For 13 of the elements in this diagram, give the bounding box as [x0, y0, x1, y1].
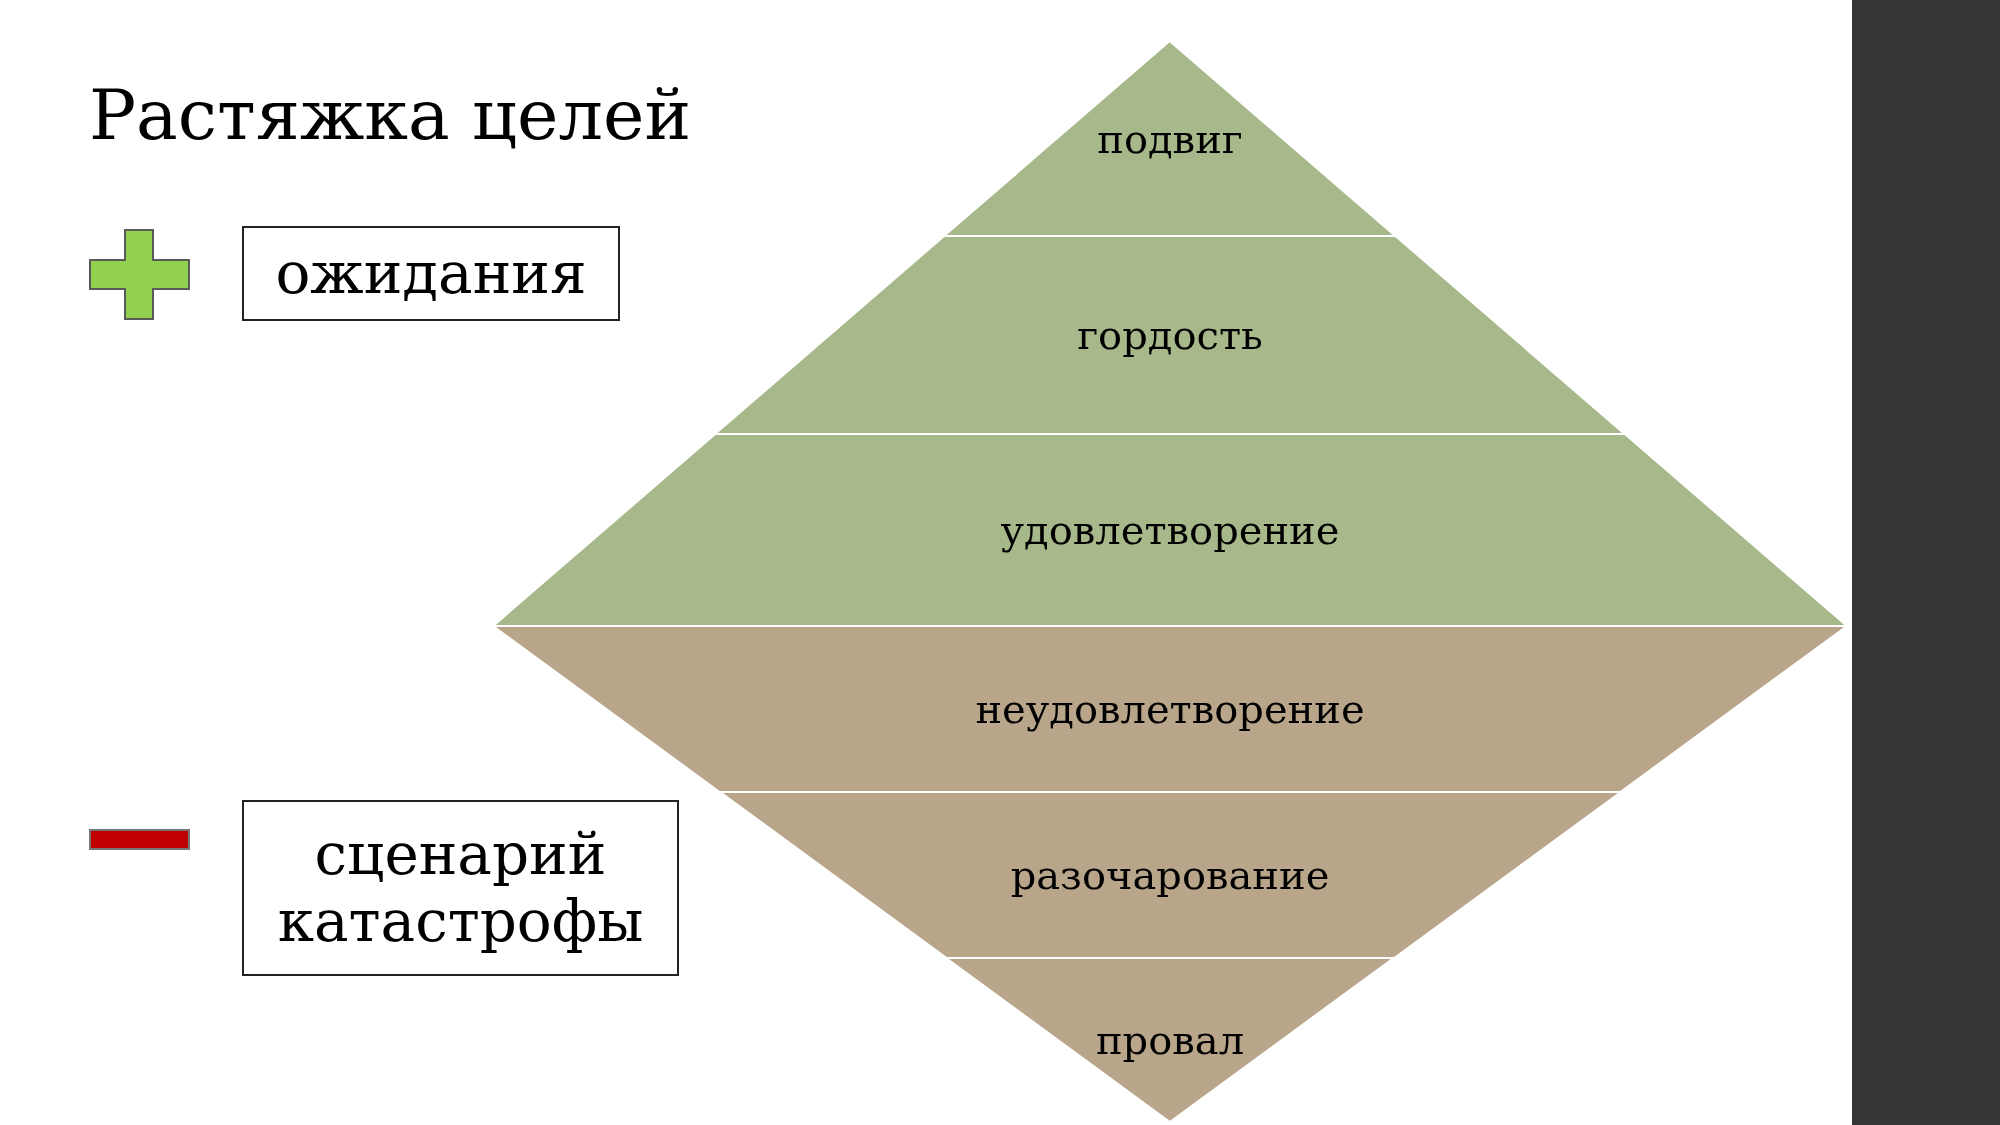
upper-pyramid-band: [715, 236, 1625, 434]
title: Растяжка целей: [89, 74, 692, 156]
band-label: неудовлетворение: [975, 686, 1365, 732]
band-label: гордость: [1077, 312, 1263, 358]
side-bar: [1852, 0, 2000, 1125]
upper-pyramid-band: [493, 434, 1847, 626]
band-label: провал: [1095, 1017, 1245, 1063]
text-box: ожидания: [242, 226, 620, 321]
band-label: удовлетворение: [1000, 507, 1340, 553]
band-label: разочарование: [1010, 852, 1330, 898]
lower-pyramid-band: [493, 626, 1847, 792]
text-box: сценарий катастрофы: [242, 800, 679, 976]
band-label: подвиг: [1097, 115, 1243, 162]
